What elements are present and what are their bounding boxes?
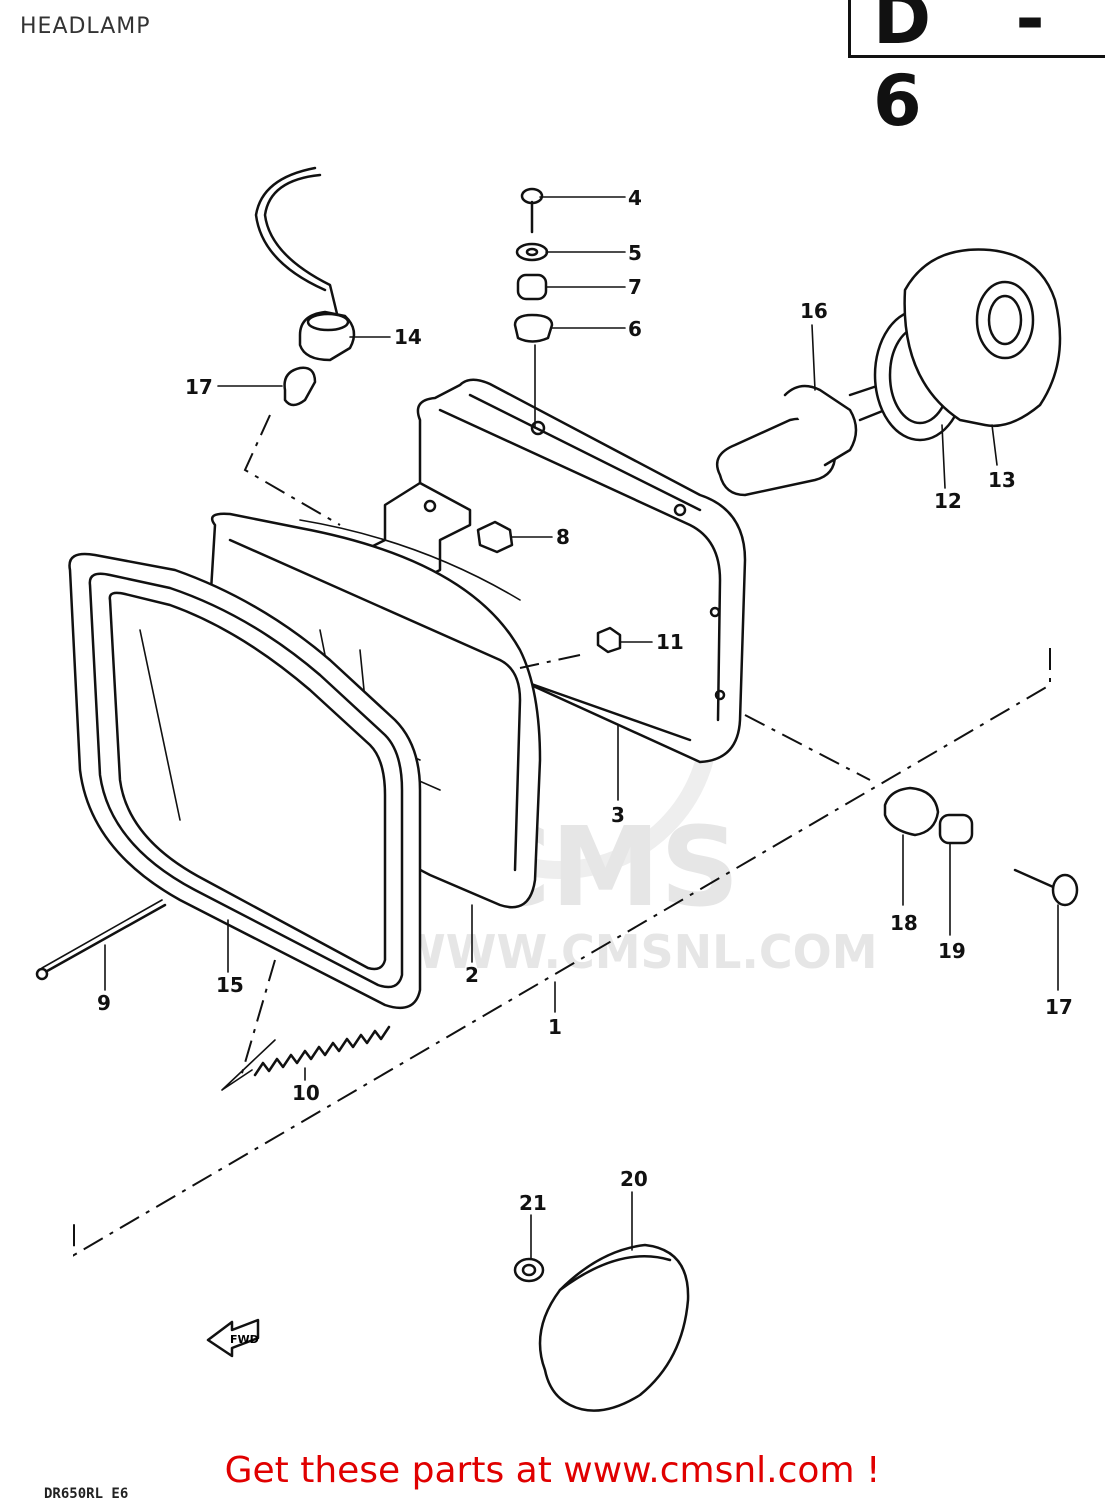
headlamp-bulb-16: [715, 383, 887, 497]
forward-direction-arrow: FWD: [206, 1318, 260, 1358]
screw-9: [35, 899, 167, 981]
callout-11: 11: [656, 630, 684, 654]
callout-21: 21: [519, 1191, 547, 1215]
fastener-stack: [513, 187, 554, 343]
callout-2: 2: [465, 963, 479, 987]
bolt-17: [1013, 868, 1079, 907]
callout-3: 3: [611, 803, 625, 827]
callout-19: 19: [938, 939, 966, 963]
model-code: DR650RL E6: [44, 1486, 129, 1502]
page-title: HEADLAMP: [20, 14, 151, 39]
callout-9: 9: [97, 991, 111, 1015]
callout-20: 20: [620, 1167, 648, 1191]
forward-arrow-label: FWD: [230, 1333, 259, 1346]
assembly-outline: [73, 648, 1051, 1257]
dust-cover-13: [903, 248, 1062, 428]
callout-15: 15: [216, 973, 244, 997]
callout-13: 13: [988, 468, 1016, 492]
callout-7: 7: [628, 275, 642, 299]
callout-16: 16: [800, 299, 828, 323]
diagram-code-badge: D - 6: [848, 0, 1105, 142]
get-parts-link[interactable]: Get these parts at www.cmsnl.com !: [224, 1450, 881, 1491]
callout-18: 18: [890, 911, 918, 935]
position-bulb-17: [283, 366, 317, 407]
callout-10: 10: [292, 1081, 320, 1105]
callout-1: 1: [548, 1015, 562, 1039]
callout-labels: 1 2 3 4 5 6 7 8 9 10 11 12 13 14 15 16 1…: [97, 186, 1073, 1215]
diagram-code-text: D - 6: [873, 0, 1075, 142]
adjusting-spring-10: [253, 1025, 391, 1077]
callout-5: 5: [628, 241, 642, 265]
callout-4: 4: [628, 186, 642, 210]
socket-wire-14: [254, 166, 356, 362]
alignment-lines: [239, 414, 871, 1081]
callout-8: 8: [556, 525, 570, 549]
headlamp-rim: [68, 552, 422, 1010]
leader-lines: [104, 196, 1059, 1259]
watermark-url: WWW.CMSNL.COM: [395, 925, 878, 979]
washer-21: [513, 1257, 545, 1283]
callout-17-top: 17: [185, 375, 213, 399]
callout-12: 12: [934, 489, 962, 513]
callout-14: 14: [394, 325, 422, 349]
callout-17-right: 17: [1045, 995, 1073, 1019]
callout-6: 6: [628, 317, 642, 341]
grommet-18: [883, 786, 940, 837]
cap-20: [538, 1243, 690, 1412]
collar-19: [938, 813, 974, 845]
nuts: [476, 520, 622, 654]
